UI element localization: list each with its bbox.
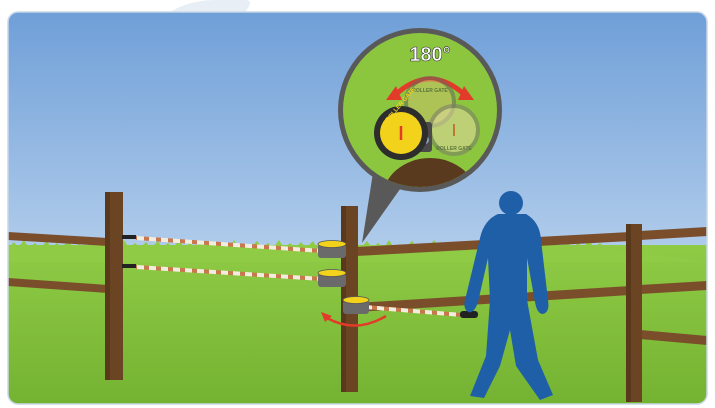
roller-ghost-right-label: ROLLER GATE — [436, 146, 472, 152]
roller-gate-top — [318, 241, 346, 259]
roller-ghost-top-label: ROLLER GATE — [412, 88, 448, 94]
frame-top-tab — [170, 0, 250, 12]
fence-post-left — [105, 192, 123, 380]
angle-label: 180° — [409, 44, 450, 66]
roller-gate-middle — [318, 270, 346, 288]
roller-gate-bottom — [343, 297, 369, 315]
fence-post-right — [626, 224, 642, 402]
roller-ghost-right: ROLLER GATE — [430, 106, 478, 154]
